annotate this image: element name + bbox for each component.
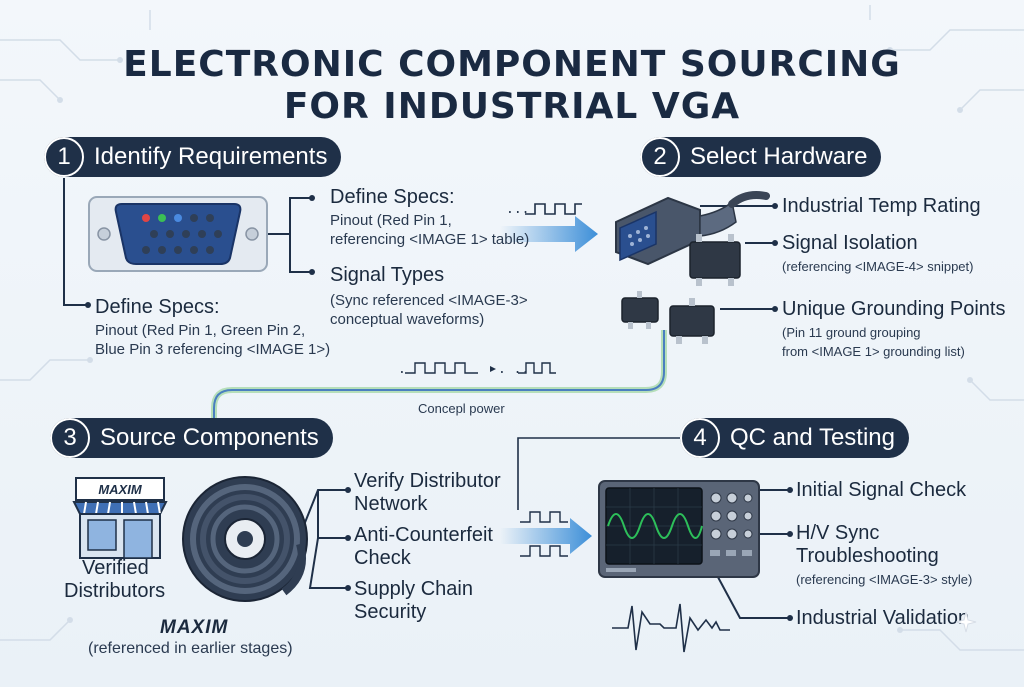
title-line1: ELECTRONIC COMPONENT SOURCING (123, 44, 901, 85)
industrial-validation-label: Industrial Validation (796, 607, 970, 629)
verified-line1: Verified (82, 557, 149, 579)
anti-line1: Anti-Counterfeit (354, 524, 493, 546)
signal-types-title: Signal Types (330, 264, 445, 286)
industrial-temp-label: Industrial Temp Rating (782, 195, 981, 217)
spec-b-title: Define Specs: (95, 296, 220, 318)
spec-b-line2: Blue Pin 3 referencing <IMAGE 1>) (95, 341, 331, 358)
wave-dots: ... (506, 202, 530, 217)
signal-types-line2: conceptual waveforms) (330, 311, 485, 328)
vga-connector-icon (88, 196, 268, 272)
spec-a-line1: Pinout (Red Pin 1, (330, 212, 452, 229)
step-3-header: 3 Source Components (50, 418, 333, 458)
store-sign-text: MAXIM (98, 482, 142, 497)
concept-wave-dots: . .. (498, 362, 530, 377)
concept-power-label: Concepl power (418, 401, 505, 416)
step-4-number: 4 (680, 418, 720, 458)
maxim-logo: MAXIM (160, 617, 229, 638)
verified-line2: Distributors (64, 580, 166, 602)
step-3-label: Source Components (100, 424, 319, 451)
spec-b-line1: Pinout (Red Pin 1, Green Pin 2, (95, 322, 306, 339)
hv-sync-line2: Troubleshooting (796, 545, 939, 567)
supply-line2: Security (354, 601, 427, 623)
verify-line2: Network (354, 493, 428, 515)
supply-line1: Supply Chain (354, 578, 473, 600)
signal-isolation-sub: (referencing <IMAGE-4> snippet) (782, 259, 974, 274)
step-1-label: Identify Requirements (94, 143, 328, 170)
step-1-number: 1 (44, 137, 84, 177)
distributor-store-icon: MAXIM (70, 476, 170, 560)
hardware-components-icon (615, 191, 770, 344)
verify-line1: Verify Distributor (354, 470, 501, 492)
step-2-header: 2 Select Hardware (640, 137, 882, 177)
sparkle-icon (955, 611, 977, 633)
step-2-label: Select Hardware (690, 143, 868, 170)
oscilloscope-icon (598, 480, 760, 578)
step-1-header: 1 Identify Requirements (44, 137, 342, 177)
maxim-note: (referenced in earlier stages) (88, 640, 293, 657)
component-reel-icon (182, 476, 308, 602)
grounding-sub1: (Pin 11 ground grouping (782, 325, 921, 340)
anti-line2: Check (354, 547, 411, 569)
spec-a-line2: referencing <IMAGE 1> table) (330, 231, 530, 248)
grounding-sub2: from <IMAGE 1> grounding list) (782, 344, 965, 359)
step-4-header: 4 QC and Testing (680, 418, 909, 458)
title-line2: FOR INDUSTRIAL VGA (283, 86, 741, 127)
hv-sync-sub: (referencing <IMAGE-3> style) (796, 572, 973, 587)
step-3-number: 3 (50, 418, 90, 458)
step-4-label: QC and Testing (730, 424, 895, 451)
hv-sync-line1: H/V Sync (796, 522, 880, 544)
grounding-label: Unique Grounding Points (782, 298, 1006, 320)
concept-wave-dot: . (398, 362, 406, 377)
signal-types-line1: (Sync referenced <IMAGE-3> (330, 292, 528, 309)
step-2-number: 2 (640, 137, 680, 177)
spec-a-title: Define Specs: (330, 186, 455, 208)
initial-signal-label: Initial Signal Check (796, 479, 967, 501)
signal-isolation-label: Signal Isolation (782, 232, 918, 254)
